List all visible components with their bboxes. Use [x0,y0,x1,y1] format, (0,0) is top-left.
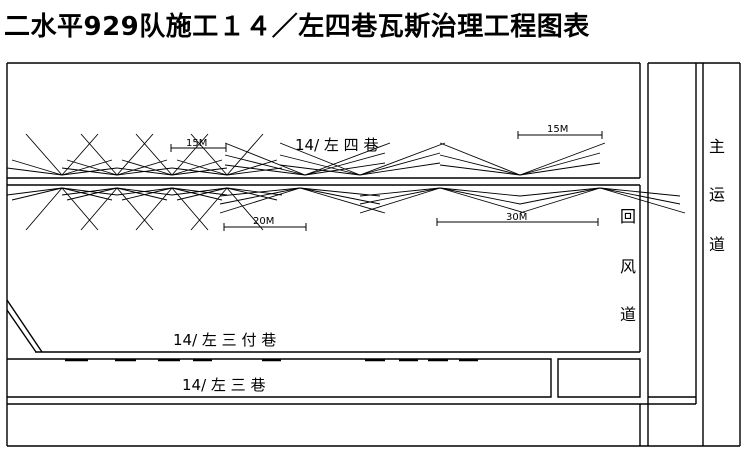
borehole-line [299,187,381,205]
borehole-line [599,187,686,214]
borehole-line [6,187,63,196]
borehole-line [219,187,301,214]
borehole-line [190,133,228,176]
borehole-line [25,187,63,231]
borehole-line [226,133,264,176]
borehole-line [359,187,441,214]
borehole-line [80,133,118,176]
borehole-line [171,133,209,176]
borehole-line [279,164,361,176]
borehole-line [304,152,386,176]
dim-label-15m-a: 15M [186,138,207,149]
borehole-line [226,159,278,176]
borehole-line [61,133,99,176]
borehole-line [135,133,173,176]
borehole-line [11,187,63,201]
label-return-air-1: 回 [620,207,636,226]
borehole-line [116,133,154,176]
borehole-line [6,167,63,176]
borehole-line [519,162,601,176]
borehole-line [439,154,521,176]
borehole-line [121,187,173,201]
borehole-line [359,142,446,176]
borehole-fans [6,133,686,231]
borehole-line [439,187,521,205]
label-left-third-aux: 14/ 左 三 付 巷 [173,331,276,349]
frame-lines [6,62,741,447]
left-third-box [7,358,552,398]
borehole-line [224,164,306,176]
borehole-line [519,187,601,205]
borehole-line [219,187,301,205]
borehole-line [171,159,223,176]
borehole-line [439,187,521,197]
label-left-fourth: 14/ 左 四 巷 [295,136,378,154]
borehole-line [439,187,526,214]
borehole-line [61,159,113,176]
small-box [557,358,641,398]
borehole-line [226,167,283,176]
borehole-line [116,159,168,176]
borehole-line [66,159,118,176]
borehole-line [61,187,113,201]
borehole-line [359,187,441,205]
drawing-title: 二水平929队施工１４／左四巷瓦斯治理工程图表 [4,12,590,42]
borehole-line [439,142,521,176]
borehole-line [171,187,209,231]
borehole-line [519,152,601,176]
borehole-line [279,154,361,176]
borehole-line [176,187,228,201]
borehole-line [116,187,168,201]
dimension-lines [170,131,603,231]
borehole-line [439,164,521,176]
dim-label-15m-b: 15M [547,124,568,135]
label-main-haulage-2: 运 [709,185,725,204]
borehole-line [519,142,606,176]
dim-label-20m: 20M [253,216,274,227]
borehole-line [61,187,99,231]
borehole-line [224,142,306,176]
borehole-line [359,162,441,176]
borehole-line [11,159,63,176]
borehole-line [176,159,228,176]
borehole-line [219,187,301,197]
borehole-line [66,187,118,201]
borehole-line [171,167,228,176]
borehole-line [519,187,601,214]
borehole-line [359,187,441,197]
label-return-air-2: 风 [620,257,636,276]
borehole-line [61,167,118,176]
borehole-line [121,159,173,176]
borehole-line [25,133,63,176]
borehole-line [224,154,306,176]
borehole-line [135,187,173,231]
borehole-line [80,187,118,231]
label-main-haulage-1: 主 [709,137,725,156]
borehole-line [116,167,173,176]
borehole-line [599,187,681,205]
borehole-line [61,187,118,196]
label-return-air-3: 道 [620,305,636,324]
borehole-line [116,187,154,231]
borehole-line [279,142,361,176]
label-main-haulage-3: 道 [709,235,725,254]
borehole-line [299,187,386,214]
label-left-third: 14/ 左 三 巷 [182,376,265,394]
borehole-line [171,187,223,201]
borehole-line [171,187,228,196]
borehole-line [599,187,681,197]
dim-label-30m: 30M [506,212,527,223]
borehole-line [226,187,283,196]
borehole-line [519,187,601,197]
borehole-line [359,152,441,176]
borehole-line [190,187,228,231]
borehole-line [116,187,173,196]
borehole-line [299,187,381,197]
